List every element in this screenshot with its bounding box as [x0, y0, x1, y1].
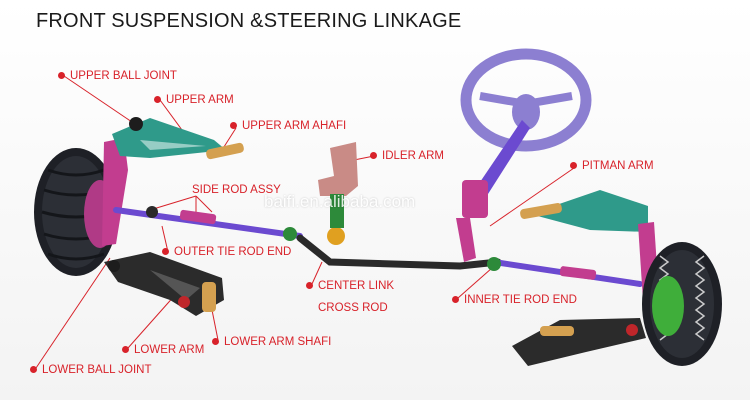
- idler-arm: [318, 142, 358, 228]
- right-tire: [642, 242, 722, 366]
- left-knuckle: [102, 138, 128, 246]
- label-lower-arm-shaft: LOWER ARM SHAFI: [224, 336, 332, 348]
- marker-icon: [230, 122, 237, 129]
- marker-icon: [154, 96, 161, 103]
- right-lower-arm: [512, 318, 646, 366]
- label-upper-ball-joint: UPPER BALL JOINT: [70, 70, 177, 82]
- marker-icon: [122, 346, 129, 353]
- marker-icon: [58, 72, 65, 79]
- label-upper-arm: UPPER ARM: [166, 94, 234, 106]
- marker-icon: [452, 296, 459, 303]
- label-outer-tie-rod-end: OUTER TIE ROD END: [174, 246, 292, 258]
- steering-wheel: [456, 48, 592, 262]
- left-lower-arm: [104, 252, 224, 316]
- label-lower-ball-joint: LOWER BALL JOINT: [42, 364, 152, 376]
- label-upper-arm-shaft: UPPER ARM AHAFI: [242, 120, 347, 132]
- marker-icon: [570, 162, 577, 169]
- right-upper-arm: [520, 190, 648, 232]
- marker-icon: [162, 248, 169, 255]
- marker-icon: [306, 282, 313, 289]
- marker-icon: [212, 338, 219, 345]
- label-side-rod-assy: SIDE ROD ASSY: [192, 184, 281, 196]
- label-inner-tie-rod-end: INNER TIE ROD END: [464, 294, 577, 306]
- marker-icon: [370, 152, 377, 159]
- label-center-link: CENTER LINK: [318, 280, 395, 292]
- marker-icon: [30, 366, 37, 373]
- page-title: FRONT SUSPENSION &STEERING LINKAGE: [36, 10, 462, 32]
- label-idler-arm: IDLER ARM: [382, 150, 444, 162]
- label-lower-arm: LOWER ARM: [134, 344, 205, 356]
- watermark: baifi.en.alibaba.com: [264, 192, 416, 211]
- left-upper-arm: [112, 117, 244, 160]
- label-cross-rod: CROSS ROD: [318, 302, 388, 314]
- label-pitman-arm: PITMAN ARM: [582, 160, 654, 172]
- steering-linkage: [113, 206, 643, 287]
